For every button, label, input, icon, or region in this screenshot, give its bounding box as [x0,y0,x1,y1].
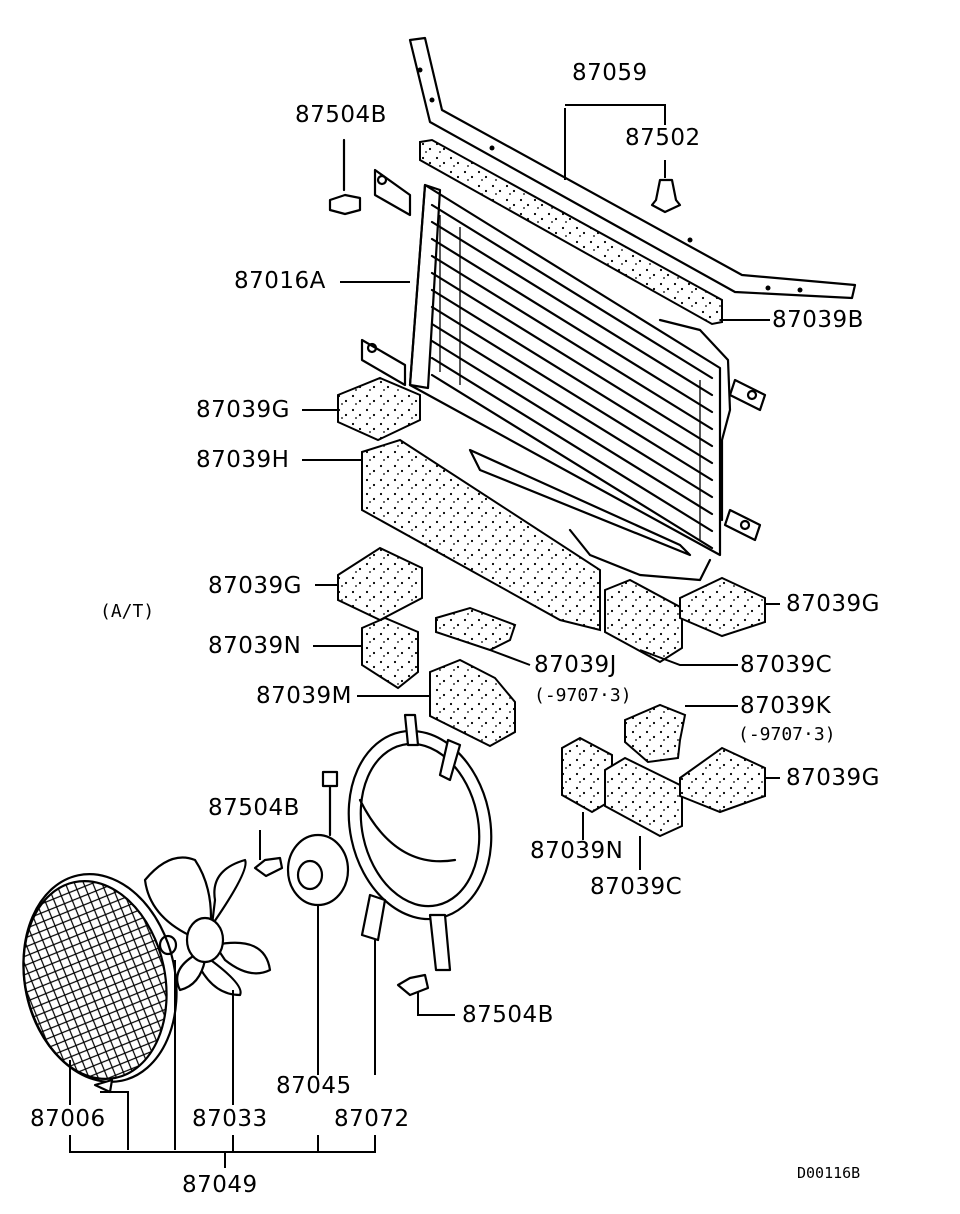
label-87039N-1: 87039N [208,633,302,659]
bolt-87504B-mid [253,856,284,878]
note-j-range: (-9707·3) [534,685,632,706]
label-87049: 87049 [182,1172,258,1198]
bolt-87504B-top [328,138,362,216]
label-87045: 87045 [276,1073,352,1099]
label-87039J: 87039J [534,652,617,678]
label-87039C-1: 87039C [740,652,833,678]
label-87039N-2: 87039N [530,838,624,864]
motor-87045 [286,770,350,907]
label-87504B-bottom: 87504B [462,1002,554,1028]
label-87039G-1: 87039G [196,397,290,423]
grille-87006 [22,873,178,1094]
label-87504B-mid: 87504B [208,795,300,821]
drawing-code: D00116B [797,1164,861,1182]
label-87059: 87059 [572,60,648,86]
label-87502: 87502 [625,125,701,151]
label-87072: 87072 [334,1106,410,1132]
foam-strip-top [419,138,723,326]
label-87504B-top: 87504B [295,102,387,128]
label-87016A: 87016A [234,268,326,294]
label-87039K: 87039K [740,693,832,719]
clip-87502 [650,178,682,214]
label-87039G-2: 87039G [208,573,302,599]
shroud-87072 [347,713,493,972]
label-87039B: 87039B [772,307,864,333]
label-87039M: 87039M [256,683,353,709]
leader-lines [69,104,780,1168]
label-87006: 87006 [30,1106,106,1132]
label-87039C-2: 87039C [590,874,683,900]
label-87039G-3: 87039G [786,591,880,617]
bracket-87059 [408,36,857,300]
fan-87033 [143,856,272,997]
label-87033: 87033 [192,1106,268,1132]
label-87039H: 87039H [196,447,290,473]
note-at: (A/T) [100,601,155,622]
condenser-87016A [360,168,767,582]
bolt-87504B-bottom [396,973,430,997]
foam-pads [337,376,766,838]
note-k-range: (-9707·3) [738,724,836,745]
label-87039G-4: 87039G [786,765,880,791]
